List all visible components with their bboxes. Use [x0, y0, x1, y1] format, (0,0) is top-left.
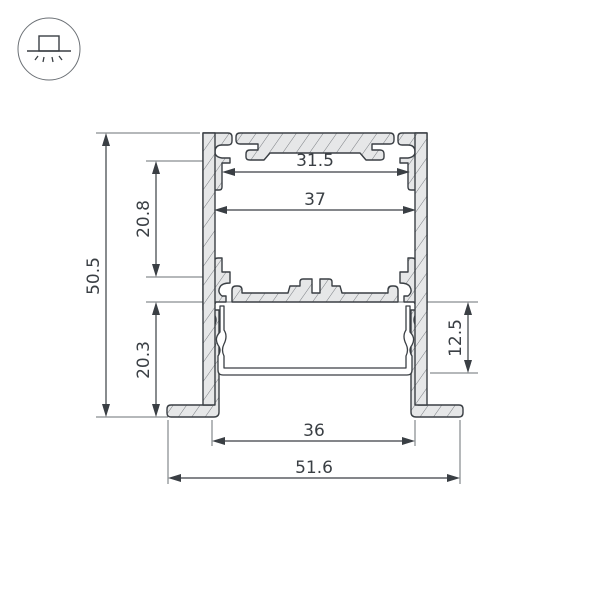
dim-top-slot-width: 31.5 [296, 151, 334, 171]
dim-inner-width: 37 [304, 190, 326, 210]
dim-lower-chamber-height: 20.3 [134, 341, 154, 379]
dim-total-height: 50.5 [84, 257, 104, 295]
dim-total-width: 51.6 [295, 458, 333, 478]
dim-upper-chamber-height: 20.8 [134, 200, 154, 238]
dim-opening-width: 36 [303, 421, 325, 441]
dim-diffuser-height: 12.5 [446, 319, 466, 357]
dimension-lines [102, 133, 472, 482]
aluminium-profile [166, 132, 464, 418]
diffuser [215, 305, 415, 376]
suspended-lamp-icon [17, 17, 81, 81]
